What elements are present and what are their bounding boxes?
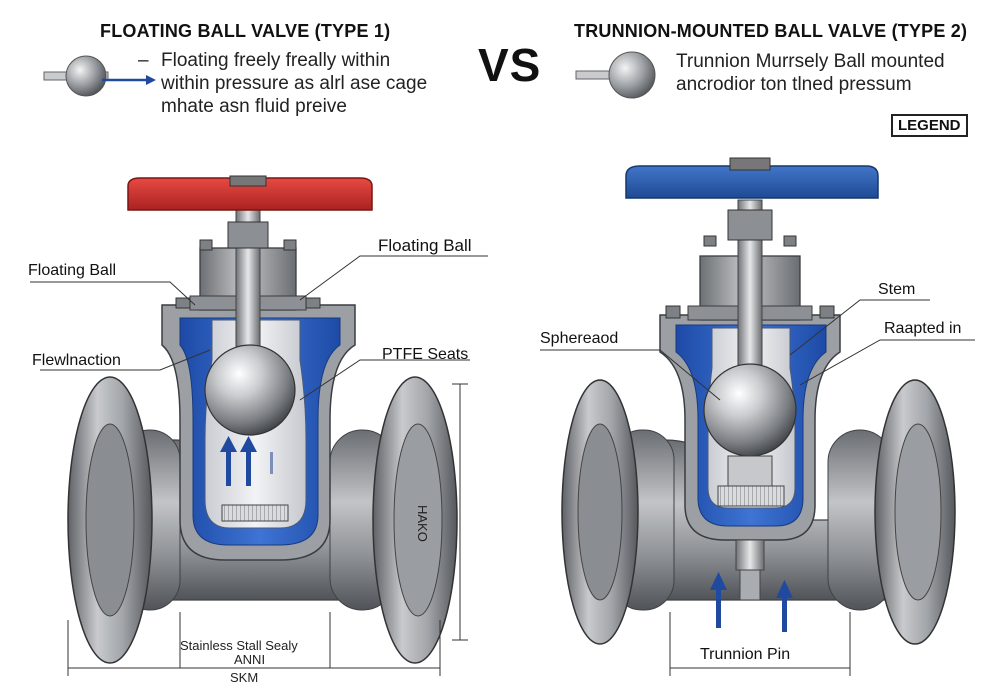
right-leader-sphere — [540, 349, 721, 401]
left-valve — [30, 175, 488, 676]
left-key-line-2: within pressure as alrl ase cage — [161, 73, 428, 94]
floating-ball-icon — [43, 55, 156, 97]
right-title: TRUNNION-MOUNTED BALL VALVE (TYPE 2) — [574, 21, 968, 41]
left-leader-floating-ball-top — [299, 255, 488, 301]
trunnion-ball-icon — [575, 51, 656, 99]
right-label-stem: Stem — [878, 281, 916, 298]
left-key-ball-icon — [40, 54, 160, 98]
right-trunnion-block — [727, 455, 773, 487]
right-flange-left-bore — [577, 423, 623, 601]
right-flow-arrow-1-head — [710, 572, 727, 590]
left-leader-flow — [40, 349, 211, 371]
left-label-dim-vertical: HAKO — [415, 505, 430, 542]
left-flow-arrow-1 — [226, 450, 231, 486]
right-label-sphere: Sphereaod — [540, 330, 619, 347]
right-bolt-2 — [819, 305, 835, 319]
right-key-ball-icon — [574, 50, 664, 100]
left-key-dash: – — [138, 50, 149, 71]
left-label-stainless-seat: Stainless Stall Sealy — [180, 638, 298, 653]
left-bolt-3 — [199, 239, 213, 251]
right-leader-stem — [789, 299, 930, 356]
left-seat — [221, 504, 289, 522]
right-label-rated: Raapted in — [884, 320, 962, 337]
left-label-dim-unit: ANNI — [234, 652, 266, 667]
right-gland-nut — [727, 209, 773, 241]
left-bolt-4 — [283, 239, 297, 251]
left-flow-arrow-2-head — [240, 436, 257, 452]
right-flow-arrow-2 — [782, 596, 787, 632]
right-bolt-4 — [783, 235, 797, 247]
left-gland-nut — [227, 221, 269, 249]
right-valve — [540, 157, 975, 676]
left-label-flow-direction: Flewlnaction — [32, 352, 121, 369]
vs-label: VS — [478, 39, 542, 91]
right-trunnion-pin-end — [739, 569, 761, 601]
right-flow-arrow-1 — [716, 588, 721, 628]
left-flange-left-bore — [85, 423, 135, 617]
right-handwheel-nut — [729, 157, 771, 171]
right-flow-arrow-2-head — [776, 580, 793, 598]
left-flow-arrow-3 — [270, 452, 273, 474]
left-label-floating-ball-top: Floating Ball — [378, 236, 472, 255]
left-title: FLOATING BALL VALVE (TYPE 1) — [100, 21, 391, 41]
left-label-ptfe-seats: PTFE Seats — [382, 346, 469, 363]
left-key-line-3: mhate asn fluid preive — [161, 96, 347, 117]
left-label-floating-ball: Floating Ball — [28, 262, 117, 279]
legend-box: LEGEND — [891, 114, 968, 137]
left-handwheel — [127, 177, 373, 211]
right-key-line-2: ancrodior ton tlned pressum — [676, 74, 912, 95]
left-flow-arrow-1-head — [220, 436, 237, 452]
right-handwheel — [625, 165, 879, 199]
right-seat — [717, 485, 785, 507]
left-handwheel-nut — [229, 175, 267, 187]
right-bolt-3 — [703, 235, 717, 247]
left-leader-floating-ball — [30, 281, 196, 306]
right-trunnion-pin — [735, 539, 765, 571]
left-label-dim-bottom: SKM — [230, 670, 259, 685]
right-bolt-1 — [665, 305, 681, 319]
right-trunnion-ball — [703, 363, 797, 457]
right-label-trunnion-pin: Trunnion Pin — [700, 646, 791, 663]
left-leader-ptfe — [299, 359, 470, 401]
left-flange-right-face — [393, 423, 443, 617]
left-floating-ball — [204, 344, 296, 436]
right-leader-rated — [799, 339, 975, 386]
left-bolt-2 — [305, 297, 321, 309]
left-flow-arrow-2 — [246, 450, 251, 486]
left-key-line-1: Floating freely freally within — [161, 50, 391, 71]
left-bolt-1 — [175, 297, 191, 309]
right-key-line-1: Trunnion Murrsely Ball mounted — [676, 51, 945, 72]
right-flange-right-face — [894, 423, 942, 601]
